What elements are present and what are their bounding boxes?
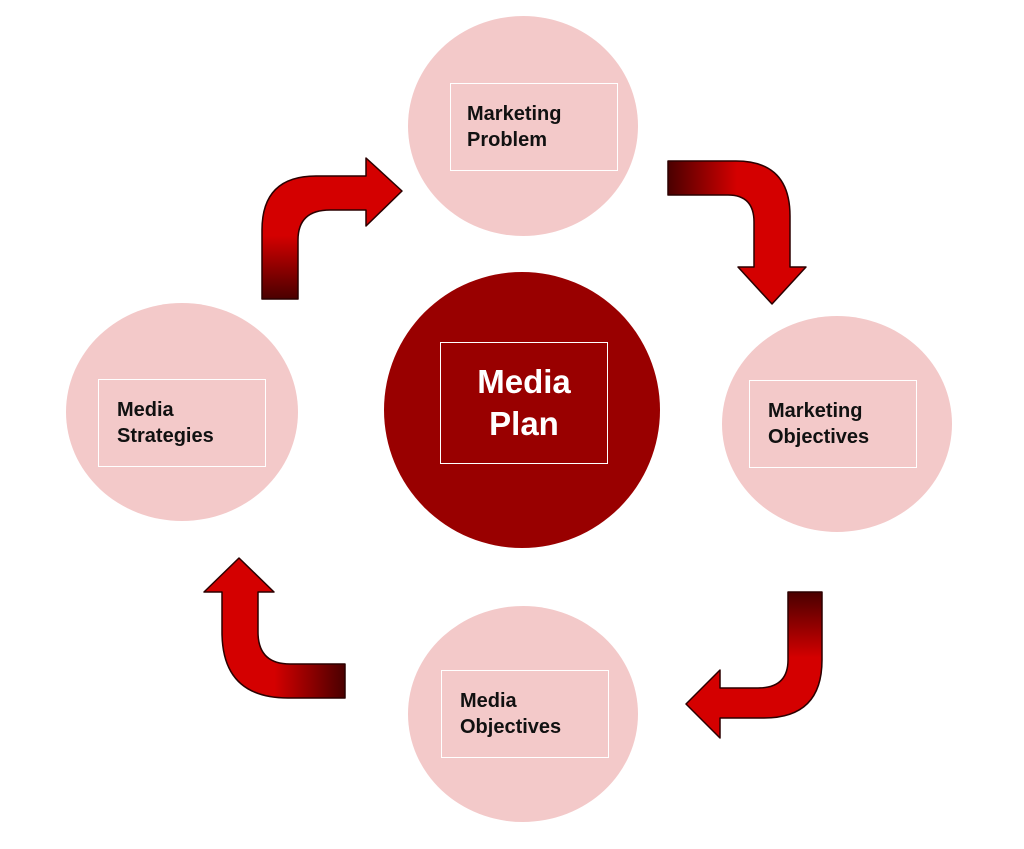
node-marketing-objectives: Marketing Objectives — [722, 316, 952, 532]
arrow-strategies-to-problem — [261, 157, 403, 300]
node-label: Marketing Problem — [467, 103, 562, 151]
arrow-problem-to-objectives — [667, 160, 807, 305]
center-label: Media Plan — [477, 363, 571, 442]
node-media-strategies: Media Strategies — [66, 303, 298, 521]
node-frame: Marketing Objectives — [749, 380, 917, 468]
node-label: Media Strategies — [117, 399, 214, 447]
node-label: Media Objectives — [460, 690, 562, 738]
node-media-objectives: Media Objectives — [408, 606, 638, 822]
node-frame: Marketing Problem — [450, 83, 618, 171]
arrow-media-objectives-to-strategies — [203, 557, 346, 699]
node-frame: Media Strategies — [98, 379, 266, 467]
node-media-plan: Media Plan — [384, 272, 660, 548]
node-frame: Media Plan — [440, 342, 608, 464]
node-frame: Media Objectives — [441, 670, 609, 758]
arrow-objectives-to-media-objectives — [685, 591, 823, 739]
node-label: Marketing Objectives — [768, 400, 870, 448]
node-marketing-problem: Marketing Problem — [408, 16, 638, 236]
